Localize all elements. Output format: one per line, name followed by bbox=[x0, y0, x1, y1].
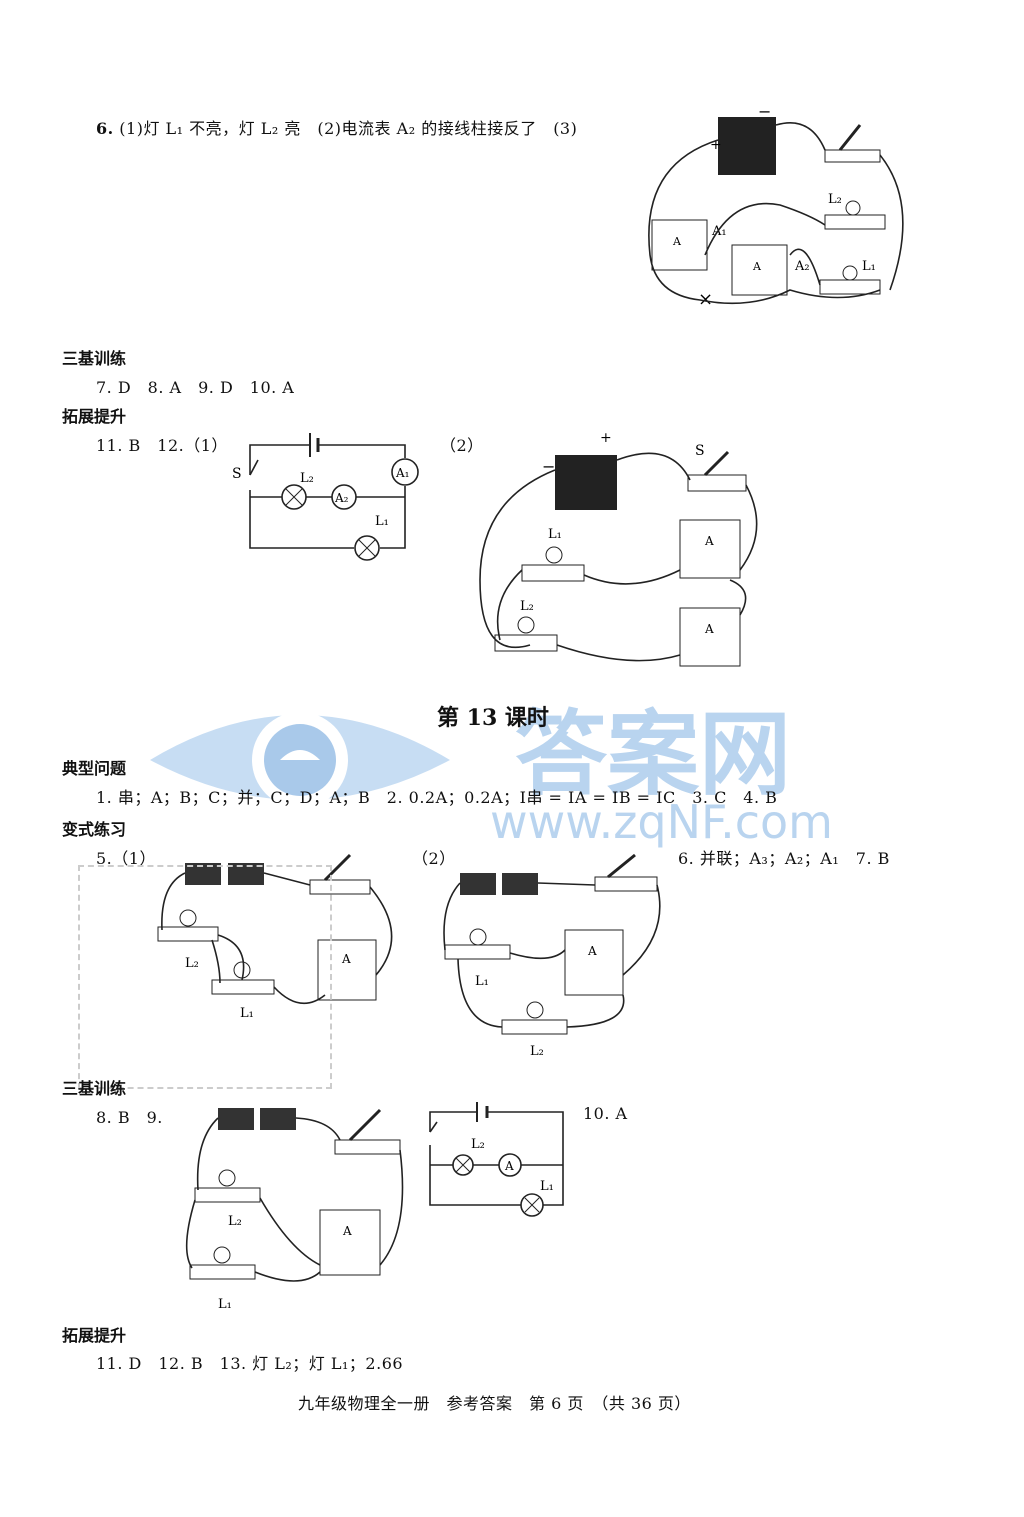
ammeter-2-icon bbox=[679, 607, 741, 667]
svg-text:A: A bbox=[341, 952, 351, 966]
svg-text:L₂: L₂ bbox=[300, 471, 314, 486]
ammeter-a2-symbol bbox=[331, 484, 357, 510]
svg-text:A₂: A₂ bbox=[334, 491, 349, 505]
svg-text:L₁: L₁ bbox=[375, 514, 389, 529]
section-heading-basic-1: 三基训练 bbox=[62, 349, 127, 368]
svg-text:L₂: L₂ bbox=[530, 1044, 544, 1059]
svg-text:A: A bbox=[704, 622, 714, 636]
ammeter-icon bbox=[317, 939, 377, 1001]
cell-1-icon bbox=[218, 1108, 254, 1130]
answers-8-9: 8. B 9. bbox=[96, 1108, 163, 1127]
section-heading-extend-1: 拓展提升 bbox=[62, 407, 127, 426]
switch-label: S bbox=[232, 466, 242, 482]
svg-text:L₂: L₂ bbox=[228, 1214, 242, 1229]
l2-label: L₂ bbox=[828, 192, 842, 207]
bulb-l1-icon bbox=[819, 279, 881, 295]
answers-6-7: 6. 并联；A₃；A₂；A₁ 7. B bbox=[678, 849, 890, 868]
q12-part2-label: （2） bbox=[440, 436, 484, 455]
ammeter-a1-icon bbox=[651, 219, 708, 271]
svg-text:A: A bbox=[752, 260, 762, 273]
section-heading-variant: 变式练习 bbox=[62, 820, 127, 839]
cell-2-icon bbox=[260, 1108, 296, 1130]
q9-circuit-diagram: L₂ L₁ A bbox=[185, 1108, 404, 1312]
svg-text:A₁: A₁ bbox=[395, 466, 409, 480]
cell-1-icon bbox=[460, 873, 496, 895]
watermark-brand: 答案网 bbox=[515, 701, 792, 808]
svg-text:L₁: L₁ bbox=[475, 974, 489, 989]
svg-text:L₁: L₁ bbox=[540, 1179, 554, 1194]
bulb-l2-icon bbox=[494, 634, 558, 652]
bulb-l1-icon bbox=[521, 564, 585, 582]
answers-1-4: 1. 串；A；B；C；并；C；D；A；B 2. 0.2A；0.2A；I串 = I… bbox=[96, 788, 778, 807]
switch-symbol bbox=[249, 459, 259, 476]
ammeter-symbol bbox=[498, 1153, 522, 1177]
switch-icon bbox=[824, 149, 881, 163]
answer-10: 10. A bbox=[583, 1104, 628, 1123]
ammeter-icon bbox=[319, 1209, 381, 1276]
ammeter-a2-icon bbox=[731, 244, 788, 296]
ammeter-a1-symbol bbox=[391, 458, 419, 486]
bulb-l1-icon bbox=[444, 944, 511, 960]
svg-text:A: A bbox=[504, 1159, 514, 1173]
bulb-l2-icon bbox=[157, 926, 219, 942]
battery-plus-label: + bbox=[710, 137, 722, 153]
svg-text:S: S bbox=[695, 443, 705, 459]
q12-part2-circuit-diagram: + − S L₁ L₂ A A bbox=[479, 430, 758, 667]
q12-schematic-diagram: S A₁ L₂ A₂ L₁ bbox=[232, 433, 419, 561]
svg-text:L₂: L₂ bbox=[471, 1137, 485, 1152]
section-heading-typical: 典型问题 bbox=[62, 759, 127, 778]
svg-text:L₁: L₁ bbox=[218, 1297, 232, 1312]
svg-text:A: A bbox=[704, 534, 714, 548]
switch-icon bbox=[594, 876, 658, 892]
battery-icon bbox=[555, 455, 617, 510]
answers-7-10: 7. D 8. A 9. D 10. A bbox=[96, 378, 295, 397]
q5-part1-label: 5.（1） bbox=[96, 849, 156, 868]
dashed-box bbox=[78, 865, 332, 1089]
section-heading-extend-2: 拓展提升 bbox=[62, 1326, 127, 1345]
cell-2-icon bbox=[502, 873, 538, 895]
bulb-l1-icon bbox=[189, 1264, 256, 1280]
q9-schematic-diagram: L₂ A L₁ bbox=[429, 1102, 564, 1217]
svg-text:L₁: L₁ bbox=[548, 527, 562, 542]
battery-icon bbox=[718, 117, 776, 175]
page-footer: 九年级物理全一册 参考答案 第 6 页 （共 36 页） bbox=[298, 1394, 691, 1413]
l1-label: L₁ bbox=[862, 259, 876, 274]
switch-icon bbox=[334, 1139, 401, 1155]
switch-icon bbox=[687, 474, 747, 492]
q6-number: 6. bbox=[96, 119, 114, 138]
svg-text:L₂: L₂ bbox=[520, 599, 534, 614]
svg-text:A: A bbox=[587, 944, 597, 958]
svg-text:L₂: L₂ bbox=[185, 956, 199, 971]
answers-11-12: 11. B 12.（1） bbox=[96, 436, 228, 455]
ammeter-1-icon bbox=[679, 519, 741, 579]
bulb-l2-icon bbox=[501, 1019, 568, 1035]
q5-part2-circuit-diagram: L₁ L₂ A bbox=[443, 853, 661, 1059]
ammeter-icon bbox=[564, 929, 624, 996]
q6-circuit-diagram: + − L₂ A A₁ A A₂ L₁ × bbox=[648, 102, 904, 310]
section-heading-basic-2: 三基训练 bbox=[62, 1079, 127, 1098]
lesson-title: 第 13 课时 bbox=[437, 705, 549, 731]
svg-text:+: + bbox=[600, 430, 612, 446]
svg-text:A: A bbox=[672, 235, 682, 248]
watermark-eye-logo bbox=[150, 712, 450, 808]
a2-label: A₂ bbox=[794, 259, 810, 274]
q5-part2-label: （2） bbox=[412, 849, 456, 868]
bulb-l2-icon bbox=[194, 1187, 261, 1203]
wrong-wire-mark: × bbox=[698, 289, 713, 310]
q5-part1-circuit-diagram: L₂ L₁ A bbox=[157, 853, 393, 1021]
svg-text:L₁: L₁ bbox=[240, 1006, 254, 1021]
watermark-url: www.zqNF.com bbox=[490, 795, 833, 849]
q6-text: (1)灯 L₁ 不亮，灯 L₂ 亮 (2)电流表 A₂ 的接线柱接反了 (3) bbox=[119, 119, 578, 138]
switch-symbol bbox=[429, 1121, 438, 1133]
q6-answer: 6. (1)灯 L₁ 不亮，灯 L₂ 亮 (2)电流表 A₂ 的接线柱接反了 (… bbox=[96, 115, 577, 139]
bulb-l2-icon bbox=[824, 214, 886, 230]
cell-1-icon bbox=[185, 863, 221, 885]
svg-text:A: A bbox=[342, 1224, 352, 1238]
answers-11-13: 11. D 12. B 13. 灯 L₂；灯 L₁；2.66 bbox=[96, 1354, 404, 1373]
cell-2-icon bbox=[228, 863, 264, 885]
battery-minus-label: − bbox=[758, 102, 771, 121]
